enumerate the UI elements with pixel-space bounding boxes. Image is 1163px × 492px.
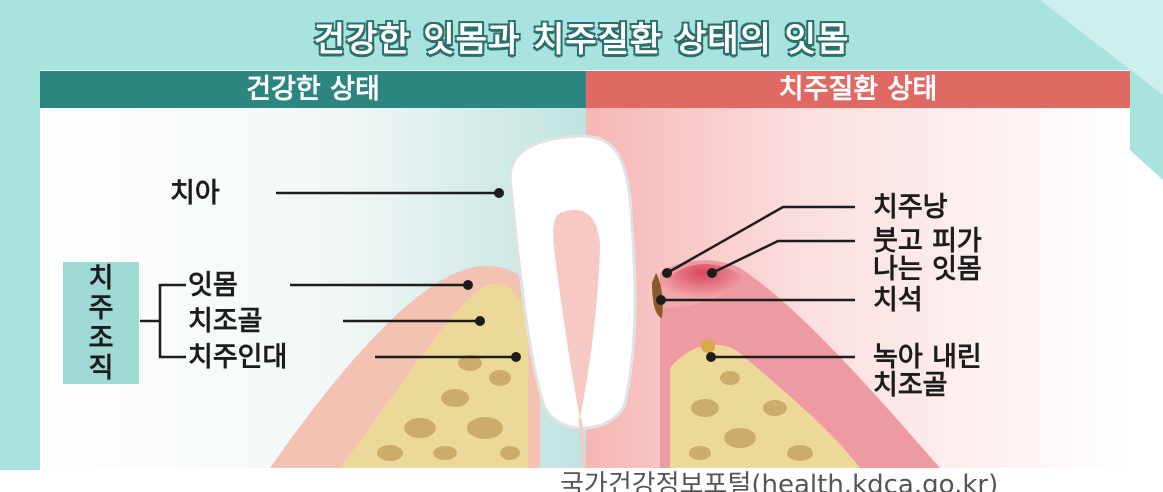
- label-periodontal-ligament: 치주인대: [188, 342, 287, 373]
- page-title: 건강한 잇몸과 치주질환 상태의 잇몸: [60, 12, 1103, 61]
- group-label-char: 치: [63, 264, 139, 294]
- label-tooth: 치아: [170, 178, 220, 209]
- label-bone-loss-line2: 치조골: [873, 370, 948, 401]
- group-label-char: 조: [63, 324, 139, 354]
- header-healthy: 건강한 상태: [40, 71, 586, 108]
- header-disease: 치주질환 상태: [586, 71, 1130, 108]
- label-bleeding-gum-line1: 붓고 피가: [873, 226, 982, 257]
- label-bleeding-gum-line2: 나는 잇몸: [873, 254, 982, 285]
- group-label-char: 주: [63, 294, 139, 324]
- label-alveolar-bone: 치조골: [188, 306, 263, 337]
- label-gum: 잇몸: [188, 270, 238, 301]
- label-periodontal-pocket: 치주낭: [873, 192, 948, 223]
- label-bone-loss-line1: 녹아 내린: [873, 342, 982, 373]
- label-calculus: 치석: [873, 285, 923, 316]
- periodontal-tissue-box: 치 주 조 직: [63, 262, 139, 384]
- group-label-char: 직: [63, 354, 139, 384]
- source-credit: 국가건강정보포털(health.kdca.go.kr): [560, 470, 998, 492]
